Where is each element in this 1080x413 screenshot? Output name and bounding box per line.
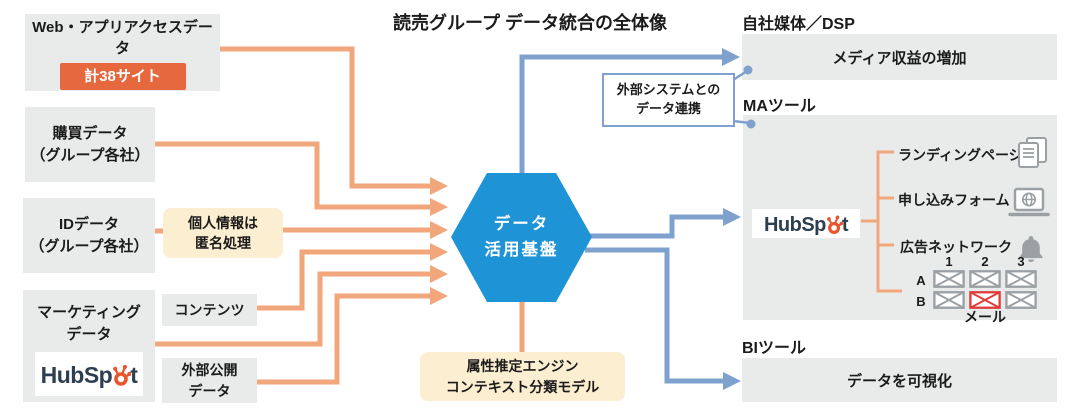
dsp-section-label: 自社媒体／DSP bbox=[742, 16, 855, 33]
mail-col-1: 1 bbox=[945, 254, 953, 269]
ma-item-signup-form: 申し込みフォーム bbox=[898, 192, 1010, 208]
mail-row-b: B bbox=[916, 294, 926, 309]
envelope-icon-a2 bbox=[969, 270, 1001, 288]
envelope-icon-b2-highlighted bbox=[969, 291, 1001, 309]
content-box: コンテンツ bbox=[162, 294, 257, 326]
engine-line1: 属性推定エンジン bbox=[466, 358, 579, 375]
open-data-line1: 外部公開 bbox=[181, 362, 238, 379]
marketing-data-line1: マーケティング bbox=[37, 304, 141, 321]
privacy-note-box: 個人情報は 匿名処理 bbox=[163, 208, 283, 258]
id-data-line2: （グループ各社） bbox=[29, 237, 149, 255]
bi-section-label: BIツール bbox=[742, 340, 807, 357]
site-count-badge: 計38サイト bbox=[59, 62, 186, 90]
mail-col-3: 3 bbox=[1017, 254, 1025, 269]
orange-arrowheads bbox=[430, 177, 448, 305]
hubspot-sprocket-icon bbox=[113, 364, 132, 386]
hubspot-logo-patch-left: HubSp t bbox=[35, 352, 143, 396]
hubspot-wordmark-ma-part: HubSp bbox=[763, 213, 826, 236]
bell-icon bbox=[1019, 236, 1043, 262]
data-platform-line2: 活用基盤 bbox=[484, 240, 559, 259]
hubspot-sprocket-icon bbox=[826, 215, 843, 234]
hubspot-logo: HubSp t bbox=[41, 362, 138, 387]
media-revenue-box: メディア収益の増加 bbox=[742, 34, 1057, 80]
purchase-data-line2: （グループ各社） bbox=[30, 146, 150, 164]
id-data-box: IDデータ （グループ各社） bbox=[23, 198, 155, 273]
mail-col-2: 2 bbox=[981, 254, 989, 269]
envelope-icon-b3 bbox=[1005, 291, 1037, 309]
data-platform-line1: データ bbox=[493, 214, 550, 233]
envelope-icon-a1 bbox=[933, 270, 965, 288]
envelope-icon-b1 bbox=[933, 291, 965, 309]
web-access-data-box: Web・アプリアクセスデータ 計38サイト bbox=[25, 14, 220, 91]
mail-label: メール bbox=[964, 309, 1006, 325]
hubspot-logo-ma: HubSp t bbox=[763, 213, 849, 236]
data-platform-label: データ 活用基盤 bbox=[451, 173, 592, 302]
bi-visualize-box: データを可視化 bbox=[742, 358, 1057, 402]
engine-line2: コンテキスト分類モデル bbox=[445, 378, 600, 395]
id-data-line1: IDデータ bbox=[58, 215, 119, 233]
hubspot-logo-patch-ma: HubSp t bbox=[752, 209, 860, 238]
external-system-line1: 外部システムとの bbox=[616, 82, 721, 98]
mail-row-a: A bbox=[916, 273, 926, 288]
open-data-line2: データ bbox=[188, 382, 231, 399]
engine-note-box: 属性推定エンジン コンテキスト分類モデル bbox=[420, 352, 625, 401]
ma-item-landing-page: ランディングページ bbox=[898, 147, 1023, 163]
open-data-box: 外部公開 データ bbox=[162, 358, 257, 403]
purchase-data-line1: 購買データ bbox=[52, 124, 128, 142]
hubspot-wordmark-left-part2: t bbox=[130, 361, 138, 388]
media-revenue-label: メディア収益の増加 bbox=[832, 49, 967, 67]
external-system-line2: データ連携 bbox=[635, 101, 701, 116]
documents-icon bbox=[1018, 137, 1047, 168]
laptop-globe-icon bbox=[1008, 187, 1050, 217]
ma-item-ad-network: 広告ネットワーク bbox=[900, 239, 1012, 255]
page-title: 読売グループ データ統合の全体像 bbox=[393, 13, 667, 33]
external-system-note-box: 外部システムとの データ連携 bbox=[602, 73, 735, 127]
content-label: コンテンツ bbox=[174, 302, 245, 318]
envelope-icon-a3 bbox=[1005, 270, 1037, 288]
ma-section-label: MAツール bbox=[743, 98, 816, 115]
hubspot-wordmark-ma-part2: t bbox=[841, 213, 849, 236]
privacy-note-line1: 個人情報は bbox=[188, 214, 258, 231]
marketing-data-line2: データ bbox=[66, 325, 112, 343]
hubspot-wordmark-left-part: HubSp bbox=[40, 361, 113, 388]
privacy-note-line2: 匿名処理 bbox=[195, 235, 251, 251]
bi-visualize-label: データを可視化 bbox=[846, 372, 952, 390]
web-access-data-label: Web・アプリアクセスデータ bbox=[32, 18, 213, 57]
purchase-data-box: 購買データ （グループ各社） bbox=[25, 107, 155, 182]
